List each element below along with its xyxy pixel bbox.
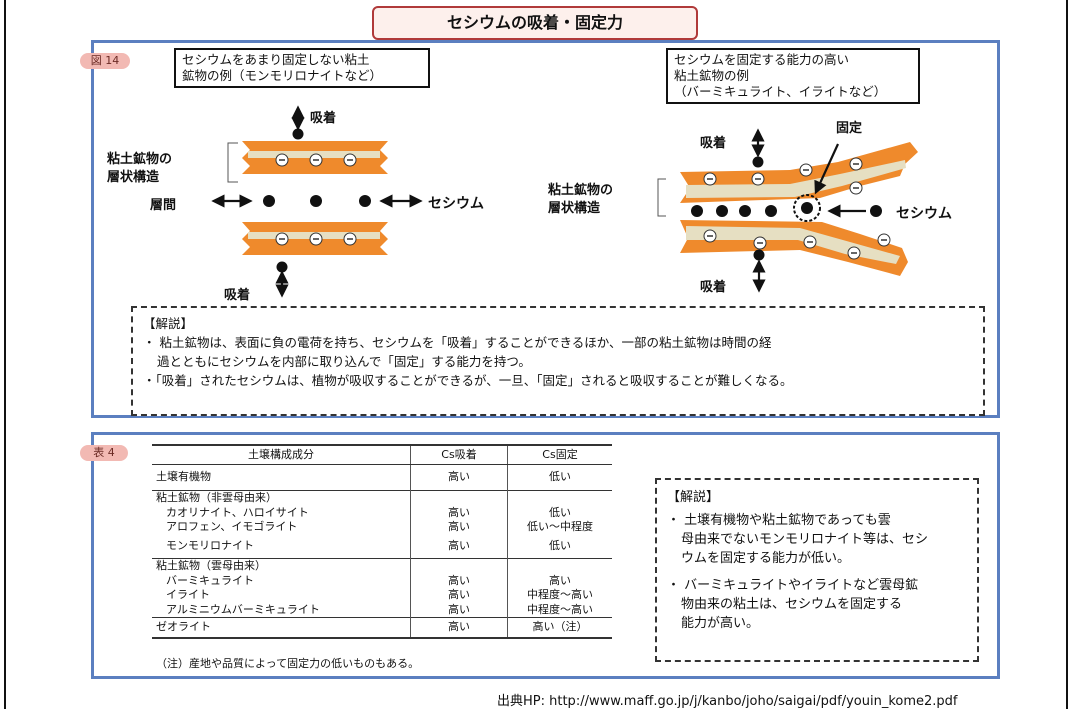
header-cs-fix: Cs固定 <box>507 444 612 465</box>
fixed-site-circle <box>793 194 821 222</box>
right-lower-clay-layer <box>680 220 908 276</box>
cell-adsorb: 高い <box>410 464 508 491</box>
table-row: 土壌有機物 高い 低い <box>152 464 612 491</box>
cell-adsorb: 高い <box>410 602 508 618</box>
table-note: （注）産地や品質によって固定力の低いものもある。 <box>156 657 420 670</box>
cell-adsorb <box>410 490 508 506</box>
cesium-table: 土壌構成成分 Cs吸着 Cs固定 土壌有機物 高い 低い 粘土鉱物（非雲母由来）… <box>152 444 612 639</box>
cell-fix: 低い～中程度 <box>507 520 612 535</box>
figure-explanation-box: 【解説】 ・ 粘土鉱物は、表面に負の電荷を持ち、セシウムを「吸着」することができ… <box>131 306 985 416</box>
table-row: イライト 高い 中程度～高い <box>152 588 612 603</box>
right-box-line-2: 粘土鉱物の例 <box>674 68 750 83</box>
right-box-line-1: セシウムを固定する能力の高い <box>674 52 850 67</box>
right-layer-label-1: 粘土鉱物の <box>548 183 614 198</box>
right-adsorb-bottom-label: 吸着 <box>700 280 727 295</box>
fig-explain-line-1: ・ 粘土鉱物は、表面に負の電荷を持ち、セシウムを「吸着」することができるほか、一… <box>143 335 772 350</box>
fixed-label: 固定 <box>836 121 863 136</box>
source-citation: 出典HP: http://www.maff.go.jp/j/kanbo/joho… <box>497 694 958 709</box>
right-cesium-label: セシウム <box>896 206 952 222</box>
fig-explain-title: 【解説】 <box>143 316 194 331</box>
table-row: バーミキュライト 高い 高い <box>152 573 612 588</box>
right-border-line <box>1066 0 1068 709</box>
cell-fix: 高い（注） <box>507 617 612 639</box>
table-row: アルミニウムバーミキュライト 高い 中程度～高い <box>152 602 612 618</box>
table-explain-line-3: ウムを固定する能力が低い。 <box>681 551 851 566</box>
left-cesium-ions <box>263 128 371 273</box>
cell-name: アルミニウムバーミキュライト <box>166 602 320 616</box>
left-adsorb-top-label: 吸着 <box>310 111 337 126</box>
table-tag: 表 4 <box>80 445 128 461</box>
table-explain-line-6: 能力が高い。 <box>681 616 760 631</box>
cell-fix <box>507 490 612 506</box>
right-example-box: セシウムを固定する能力の高い 粘土鉱物の例 （バーミキュライト、イライトなど） <box>666 48 920 104</box>
right-box-line-3: （バーミキュライト、イライトなど） <box>674 84 887 99</box>
cell-fix: 中程度～高い <box>507 602 612 618</box>
table-row: カオリナイト、ハロイサイト 高い 低い <box>152 505 612 520</box>
table-explain-title: 【解説】 <box>667 490 720 505</box>
left-adsorb-bottom-label: 吸着 <box>224 288 251 303</box>
cell-name: 粘土鉱物（雲母由来） <box>152 558 411 574</box>
right-layer-label-2: 層状構造 <box>548 201 601 216</box>
right-adsorb-top-label: 吸着 <box>700 136 727 151</box>
figure-tag: 図 14 <box>80 53 130 69</box>
cell-adsorb: 高い <box>410 573 508 588</box>
left-layer-label-1: 粘土鉱物の <box>107 152 173 167</box>
right-upper-clay-layer <box>680 142 918 203</box>
cell-adsorb: 高い <box>410 505 508 520</box>
interlayer-label: 層間 <box>150 198 177 213</box>
left-example-box: セシウムをあまり固定しない粘土 鉱物の例（モンモリロナイトなど） <box>174 48 430 88</box>
table-explanation-box: 【解説】 ・ 土壌有機物や粘土鉱物であっても雲 母由来でないモンモリロナイト等は… <box>655 478 979 662</box>
table-row: アロフェン、イモゴライト 高い 低い～中程度 <box>152 520 612 535</box>
cell-adsorb: 高い <box>410 520 508 535</box>
table-header-row: 土壌構成成分 Cs吸着 Cs固定 <box>152 444 612 465</box>
left-box-line-2: 鉱物の例（モンモリロナイトなど） <box>182 68 383 83</box>
cell-adsorb: 高い <box>410 534 508 559</box>
header-cs-adsorb: Cs吸着 <box>410 444 508 465</box>
fig-explain-line-3: ・「吸着」されたセシウムは、植物が吸収することができるが、一旦、「固定」されると… <box>143 373 793 388</box>
table-row: ゼオライト 高い 高い（注） <box>152 617 612 639</box>
cell-fix <box>507 558 612 574</box>
cell-name: アロフェン、イモゴライト <box>166 520 298 533</box>
cell-fix: 高い <box>507 573 612 588</box>
cell-fix: 低い <box>507 534 612 559</box>
table-explain-line-2: 母由来でないモンモリロナイト等は、セシ <box>681 532 929 547</box>
left-border-line <box>4 0 6 709</box>
left-cesium-label: セシウム <box>428 196 484 212</box>
table-row: 粘土鉱物（非雲母由来） <box>152 490 612 506</box>
fig-explain-line-2: 過とともにセシウムを内部に取り込んで「固定」する能力を持つ。 <box>157 354 531 369</box>
page-title: セシウムの吸着・固定力 <box>372 6 698 40</box>
header-component: 土壌構成成分 <box>152 444 411 465</box>
left-layer-label-2: 層状構造 <box>107 170 160 185</box>
cell-adsorb: 高い <box>410 617 508 639</box>
table-explain-line-5: 物由来の粘土は、セシウムを固定する <box>681 597 903 612</box>
table-explain-line-4: ・ バーミキュライトやイライトなど雲母鉱 <box>667 578 919 593</box>
left-box-line-1: セシウムをあまり固定しない粘土 <box>182 52 370 67</box>
right-cesium-ions <box>691 156 882 261</box>
cell-name: カオリナイト、ハロイサイト <box>166 505 309 519</box>
cell-name: ゼオライト <box>152 617 411 639</box>
cell-name: 土壌有機物 <box>156 470 211 484</box>
table-row: 粘土鉱物（雲母由来） <box>152 558 612 574</box>
cell-fix: 低い <box>507 464 612 491</box>
cell-fix: 中程度～高い <box>507 588 612 603</box>
cell-name: イライト <box>166 588 210 601</box>
cell-adsorb <box>410 558 508 574</box>
table-explain-line-1: ・ 土壌有機物や粘土鉱物であっても雲 <box>667 513 891 528</box>
table-row: モンモリロナイト 高い 低い <box>152 534 612 559</box>
cell-name: 粘土鉱物（非雲母由来） <box>152 490 411 506</box>
cell-fix: 低い <box>507 505 612 520</box>
cell-name: バーミキュライト <box>166 573 254 587</box>
cell-name: モンモリロナイト <box>166 539 254 552</box>
cell-adsorb: 高い <box>410 588 508 603</box>
